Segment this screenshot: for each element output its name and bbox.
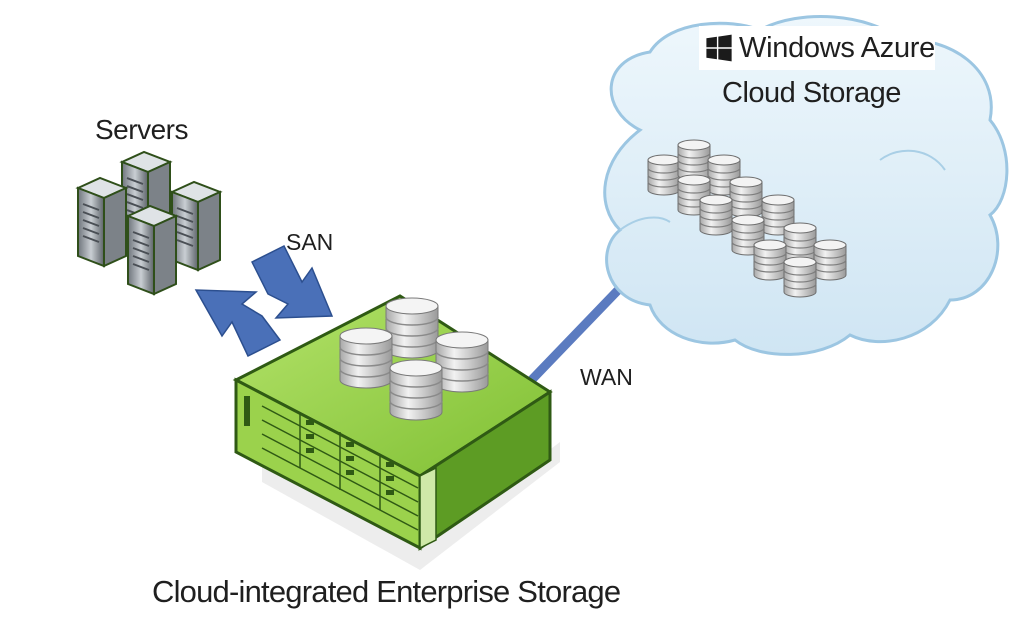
database-cylinder-icon — [339, 327, 393, 389]
cloud-brand-label: Windows Azure — [739, 31, 935, 64]
windows-logo-icon — [706, 34, 732, 62]
server-tower-icon — [77, 151, 221, 295]
servers-label: Servers — [95, 114, 188, 145]
arrow-to-servers — [194, 289, 282, 358]
windows-azure-badge: Windows Azure — [699, 26, 935, 70]
san-label: SAN — [286, 229, 334, 255]
database-cylinder-icon — [389, 359, 443, 421]
database-cylinder-icon — [647, 154, 681, 196]
database-cylinder-icon — [699, 194, 733, 236]
database-cylinder-icon — [753, 239, 787, 281]
wan-link — [515, 281, 627, 397]
database-cylinder-icon — [729, 176, 763, 218]
cloud-storage-label: Cloud Storage — [722, 77, 901, 109]
arrow-to-appliance — [250, 244, 334, 319]
san-arrows — [194, 244, 334, 358]
database-cylinder-icon — [385, 297, 439, 359]
storage-appliance-icon — [232, 294, 560, 570]
database-cylinder-icon — [677, 139, 711, 181]
database-cylinder-icon — [435, 331, 489, 393]
enterprise-storage-label: Cloud-integrated Enterprise Storage — [152, 574, 621, 609]
cloud-icon — [603, 15, 1009, 356]
wan-label: WAN — [580, 364, 633, 390]
database-cylinder-icon — [783, 256, 817, 298]
database-cylinder-icon — [813, 239, 847, 281]
